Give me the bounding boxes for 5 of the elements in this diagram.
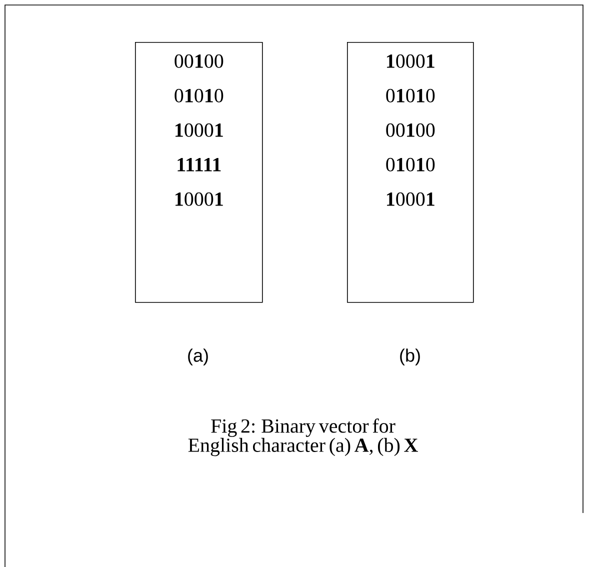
sub-label: (b) bbox=[400, 348, 420, 366]
vector-box: 00100 01010 10001 11111 10001 bbox=[135, 42, 263, 303]
caption: Fig 2: Binary vector for English character (a) A, (b) X bbox=[188, 418, 418, 456]
vector-box: 10001 01010 00100 01010 10001 bbox=[347, 42, 474, 303]
sub-label: (a) bbox=[188, 348, 208, 366]
